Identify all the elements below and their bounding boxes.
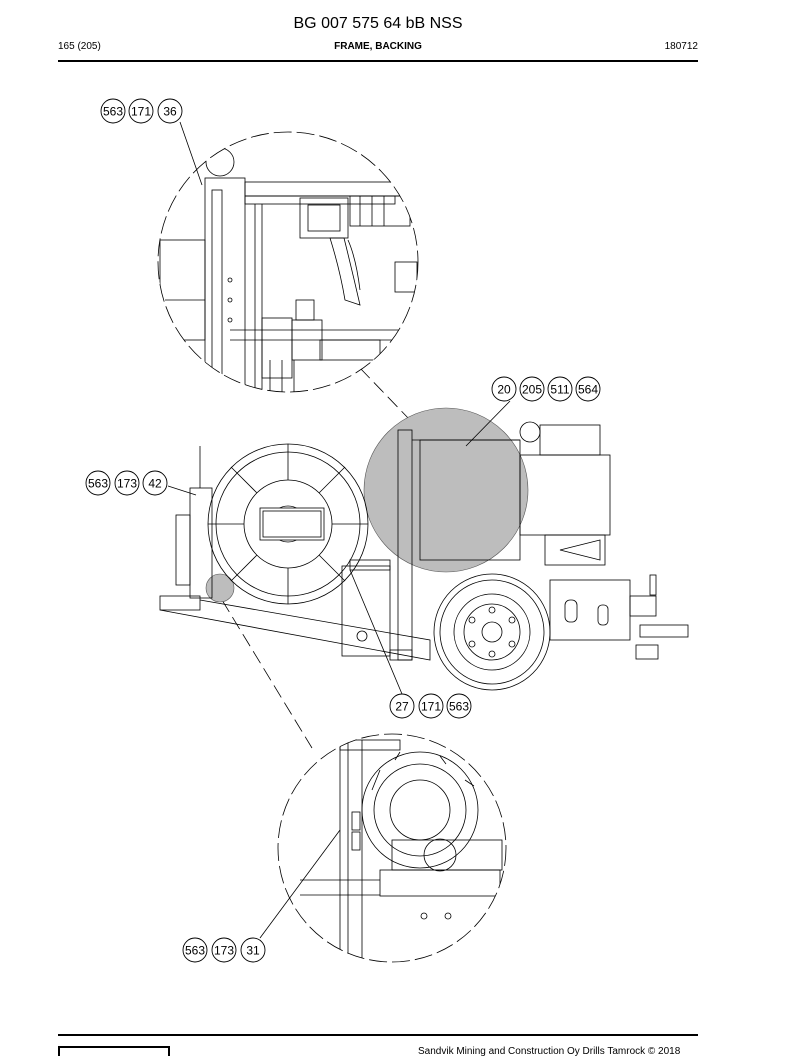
callout-leaders <box>167 121 511 939</box>
svg-text:511: 511 <box>550 383 569 397</box>
svg-text:171: 171 <box>131 105 151 119</box>
footer-rule <box>58 1034 698 1036</box>
main-machine-view <box>159 407 689 691</box>
top-detail-view <box>157 131 419 393</box>
svg-text:563: 563 <box>103 105 123 119</box>
svg-text:564: 564 <box>578 383 598 397</box>
svg-text:563: 563 <box>88 477 108 491</box>
svg-text:171: 171 <box>421 700 441 714</box>
svg-text:36: 36 <box>163 105 177 119</box>
callout-group-top: 563 171 36 <box>100 98 183 124</box>
bottom-detail-view <box>277 733 507 963</box>
svg-text:173: 173 <box>214 944 234 958</box>
sandvik-logo <box>58 1046 170 1056</box>
section-title: FRAME, BACKING <box>334 41 422 52</box>
detail-leaders <box>221 367 411 749</box>
document-title: BG 007 575 64 bB NSS <box>293 15 463 32</box>
svg-text:563: 563 <box>449 700 469 714</box>
svg-text:42: 42 <box>148 477 162 491</box>
callout-group-left: 563 173 42 <box>85 470 168 496</box>
callout-group-center: 20 205 511 564 <box>491 376 601 402</box>
svg-text:31: 31 <box>246 944 260 958</box>
svg-text:563: 563 <box>185 944 205 958</box>
svg-text:173: 173 <box>117 477 137 491</box>
svg-text:20: 20 <box>497 383 511 397</box>
callout-group-lower: 27 171 563 <box>389 693 472 719</box>
svg-text:27: 27 <box>395 700 409 714</box>
svg-text:205: 205 <box>522 383 542 397</box>
callout-group-bottom: 563 173 31 <box>182 937 266 963</box>
footer-copyright: Sandvik Mining and Construction Oy Drill… <box>418 1046 681 1057</box>
document-date: 180712 <box>664 41 698 52</box>
header-rule <box>58 60 698 62</box>
page-number: 165 (205) <box>58 41 101 52</box>
